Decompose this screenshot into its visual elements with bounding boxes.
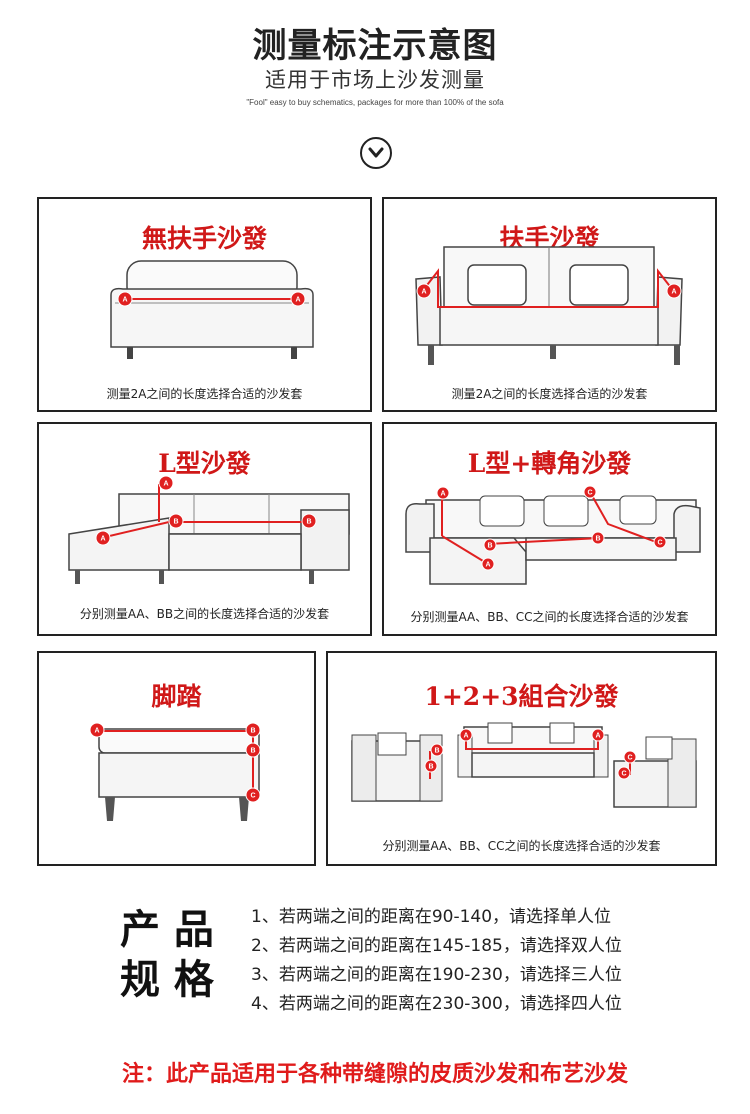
svg-text:C: C [657, 540, 662, 547]
spec-item: 4、若两端之间的距离在230-300，请选择四人位 [251, 994, 622, 1014]
marker-a-right: A [666, 283, 682, 299]
svg-text:A: A [163, 481, 168, 488]
svg-text:B: B [250, 748, 255, 755]
svg-text:C: C [627, 755, 632, 762]
panel-l-corner-sofa: L型+轉角沙發 A A B B C C 分别测量AA、BB、CC之间的长度选择合… [382, 422, 717, 636]
marker-a-top: A [158, 475, 174, 491]
marker-a-front: A [95, 530, 111, 546]
marker-c-top: C [583, 485, 597, 499]
marker-a: A [89, 722, 105, 738]
svg-text:C: C [250, 793, 255, 800]
svg-text:B: B [306, 519, 311, 526]
armrest-sofa-illustration: A A [415, 246, 683, 365]
panel-armrest-sofa: 扶手沙發 A A 测量2A之间的长度选择合适的沙发套 [382, 197, 717, 412]
page-title: 测量标注示意图 [252, 26, 498, 66]
marker-c: C [245, 787, 261, 803]
svg-text:B: B [434, 748, 439, 755]
panel-title: L型沙發 [158, 449, 251, 478]
svg-text:C: C [621, 771, 626, 778]
panel-caption: 测量2A之间的长度选择合适的沙发套 [106, 387, 303, 401]
svg-text:A: A [485, 562, 490, 569]
panel-caption: 分别测量AA、BB、CC之间的长度选择合适的沙发套 [410, 610, 689, 624]
marker-a-right: A [591, 728, 605, 742]
l-corner-sofa-illustration: A A B B C C [405, 485, 701, 585]
svg-text:A: A [463, 733, 468, 740]
panel-combo-sofa: 1+2+3組合沙發 B B A A C C 分别测量AA、BB、CC之间的长度选… [326, 651, 717, 866]
svg-text:A: A [100, 536, 105, 543]
panel-title: 1+2+3組合沙發 [424, 682, 619, 711]
marker-b-side: B [245, 742, 261, 758]
marker-a-left: A [459, 728, 473, 742]
panel-caption: 分别测量AA、BB、CC之间的长度选择合适的沙发套 [382, 839, 661, 853]
svg-text:B: B [250, 728, 255, 735]
svg-text:B: B [428, 764, 433, 771]
svg-text:C: C [587, 490, 592, 497]
panel-caption: 测量2A之间的长度选择合适的沙发套 [451, 387, 648, 401]
marker-b-right: B [591, 531, 605, 545]
marker-b-left: B [483, 538, 497, 552]
spec-label-line1: 产 品 [120, 906, 214, 953]
marker-b-bottom: B [424, 759, 438, 773]
marker-a-top: A [436, 486, 450, 500]
marker-a-front: A [481, 557, 495, 571]
svg-text:B: B [173, 519, 178, 526]
svg-text:A: A [295, 297, 300, 304]
panel-title: 無扶手沙發 [141, 224, 267, 253]
spec-item: 2、若两端之间的距离在145-185，请选择双人位 [251, 936, 622, 956]
marker-a-left: A [416, 283, 432, 299]
product-note: 注：此产品适用于各种带缝隙的皮质沙发和布艺沙发 [121, 1062, 628, 1087]
chevron-down-circle-icon [360, 137, 392, 169]
svg-text:A: A [122, 297, 127, 304]
marker-b-left: B [168, 513, 184, 529]
marker-c-top: C [623, 750, 637, 764]
svg-text:A: A [440, 491, 445, 498]
spec-item: 1、若两端之间的距离在90-140，请选择单人位 [251, 907, 612, 927]
panel-title: L型+轉角沙發 [467, 449, 632, 478]
l-shaped-sofa-illustration: A A B B [68, 475, 350, 584]
svg-text:B: B [595, 536, 600, 543]
combo-sofa-illustration: B B A A C C [351, 722, 697, 808]
svg-text:A: A [671, 289, 676, 296]
panel-armless-sofa: 無扶手沙發 A A 测量2A之间的长度选择合适的沙发套 [37, 197, 372, 412]
marker-a-left: A [117, 291, 133, 307]
svg-text:A: A [94, 728, 99, 735]
panel-l-shaped-sofa: L型沙發 A A B B 分别测量AA、BB之间的长度选择合适的沙发套 [37, 422, 372, 636]
spec-list: 1、若两端之间的距离在90-140，请选择单人位 2、若两端之间的距离在145-… [251, 903, 622, 1019]
footstool-illustration: A B B C [89, 722, 261, 821]
marker-b-top: B [430, 743, 444, 757]
armless-sofa-illustration: A A [110, 260, 314, 359]
spec-item: 3、若两端之间的距离在190-230，请选择三人位 [251, 965, 622, 985]
panel-footstool: 脚踏 A B B C [37, 651, 316, 866]
marker-a-right: A [290, 291, 306, 307]
page-subtitle: 适用于市场上沙发测量 [265, 68, 485, 92]
marker-b-top: B [245, 722, 261, 738]
svg-text:A: A [595, 733, 600, 740]
panel-title: 脚踏 [151, 682, 202, 711]
marker-b-right: B [301, 513, 317, 529]
spec-label: 产 品 规 格 [120, 905, 220, 1005]
svg-text:B: B [487, 543, 492, 550]
spec-label-line2: 规 格 [120, 956, 214, 1003]
svg-text:A: A [421, 289, 426, 296]
marker-c-right: C [653, 535, 667, 549]
page-tagline: "Fool" easy to buy schematics, packages … [246, 98, 504, 107]
marker-c-bottom: C [617, 766, 631, 780]
panel-caption: 分别测量AA、BB之间的长度选择合适的沙发套 [79, 607, 330, 621]
